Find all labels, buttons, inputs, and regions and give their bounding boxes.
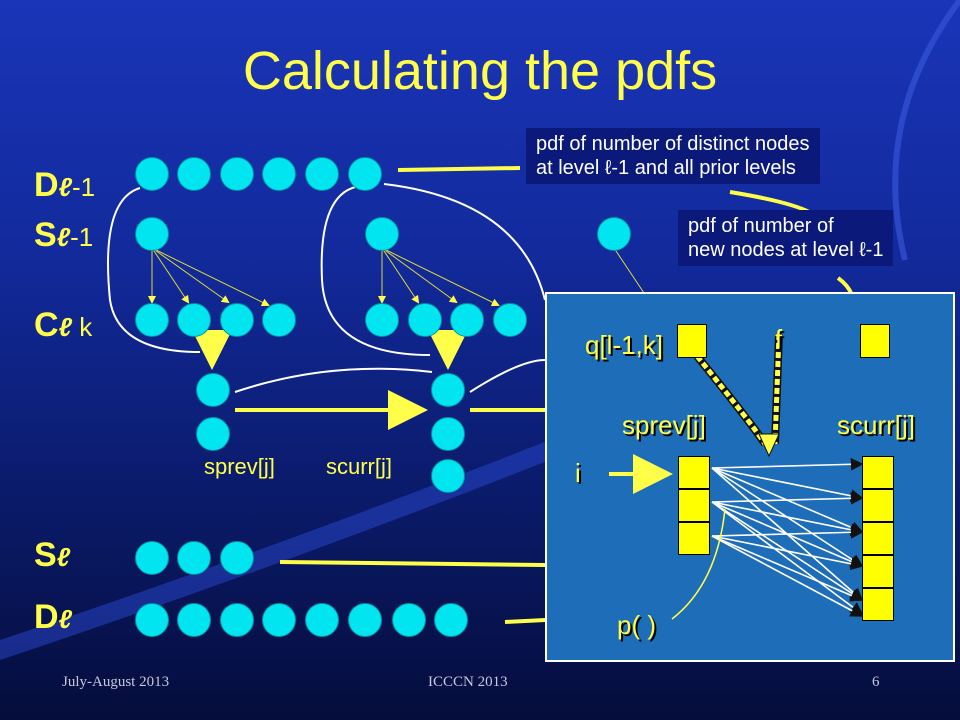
callout-distinct-line2: at level ℓ-1 and all prior levels bbox=[536, 157, 796, 179]
caption-scurr: scurr[j] bbox=[326, 454, 392, 479]
footer-date: July-August 2013 bbox=[62, 674, 170, 690]
inset-panel: q[l-1,k] f sprev[j] scurr[j] i p( ) bbox=[545, 292, 955, 662]
node-d-l bbox=[434, 603, 468, 637]
caption-sprev: sprev[j] bbox=[204, 454, 275, 479]
slide-title: Calculating the pdfs bbox=[242, 41, 718, 101]
node-s-l bbox=[135, 541, 169, 575]
panel-arrows bbox=[609, 333, 864, 620]
node-s-prev bbox=[597, 217, 631, 251]
footer-conference: ICCCN 2013 bbox=[428, 674, 508, 690]
scurr-cell bbox=[862, 588, 894, 621]
node-d-l bbox=[305, 603, 339, 637]
node-d-l bbox=[177, 603, 211, 637]
node-d-prev bbox=[135, 157, 169, 191]
node-d-l bbox=[392, 603, 426, 637]
label-s-l: Sℓ bbox=[34, 536, 71, 574]
label-d-prev: Dℓ-1 bbox=[34, 166, 96, 204]
node-d-l bbox=[348, 603, 382, 637]
node-c bbox=[177, 303, 211, 337]
node-c bbox=[135, 303, 169, 337]
node-c bbox=[493, 303, 527, 337]
sprev-label: sprev[j] bbox=[622, 410, 706, 440]
sprev-cell bbox=[678, 456, 710, 489]
node-sprev bbox=[196, 373, 230, 407]
node-s-l bbox=[220, 541, 254, 575]
scurr-cell bbox=[862, 489, 894, 522]
label-s-prev: Sℓ-1 bbox=[34, 216, 94, 254]
sprev-cell bbox=[678, 522, 710, 555]
node-c bbox=[365, 303, 399, 337]
callout-distinct-line1: pdf of number of distinct nodes bbox=[536, 133, 810, 155]
sprev-cell bbox=[678, 489, 710, 522]
callout-new-nodes: pdf of number of new nodes at level ℓ-1 bbox=[678, 210, 894, 266]
node-s-prev bbox=[365, 217, 399, 251]
p-label: p( ) bbox=[617, 610, 656, 640]
node-sprev bbox=[196, 417, 230, 451]
scurr-head-box bbox=[860, 324, 890, 358]
scurr-cell bbox=[862, 456, 894, 489]
node-c bbox=[262, 303, 296, 337]
node-c bbox=[220, 303, 254, 337]
node-d-prev bbox=[262, 157, 296, 191]
f-label: f bbox=[775, 324, 783, 354]
node-d-prev bbox=[177, 157, 211, 191]
node-d-l bbox=[220, 603, 254, 637]
node-c bbox=[408, 303, 442, 337]
q-label: q[l-1,k] bbox=[585, 330, 664, 360]
i-label: i bbox=[575, 458, 581, 488]
node-d-prev bbox=[220, 157, 254, 191]
node-c bbox=[450, 303, 484, 337]
callout-distinct-nodes: pdf of number of distinct nodes at level… bbox=[526, 128, 820, 184]
node-d-prev bbox=[348, 157, 382, 191]
footer-page-number: 6 bbox=[872, 674, 880, 690]
node-d-prev bbox=[305, 157, 339, 191]
q-box bbox=[677, 324, 707, 358]
label-c-lk: Cℓ k bbox=[34, 306, 93, 344]
scurr-cell bbox=[862, 522, 894, 555]
scurr-label: scurr[j] bbox=[837, 410, 915, 440]
node-s-l bbox=[177, 541, 211, 575]
node-d-l bbox=[135, 603, 169, 637]
scurr-cell bbox=[862, 555, 894, 588]
node-scurr bbox=[431, 417, 465, 451]
node-d-l bbox=[262, 603, 296, 637]
label-d-l: Dℓ bbox=[34, 598, 72, 636]
node-s-prev bbox=[135, 217, 169, 251]
node-scurr bbox=[431, 373, 465, 407]
node-scurr bbox=[431, 459, 465, 493]
callout-new-line2: new nodes at level ℓ-1 bbox=[688, 239, 884, 261]
callout-new-line1: pdf of number of bbox=[688, 215, 834, 237]
